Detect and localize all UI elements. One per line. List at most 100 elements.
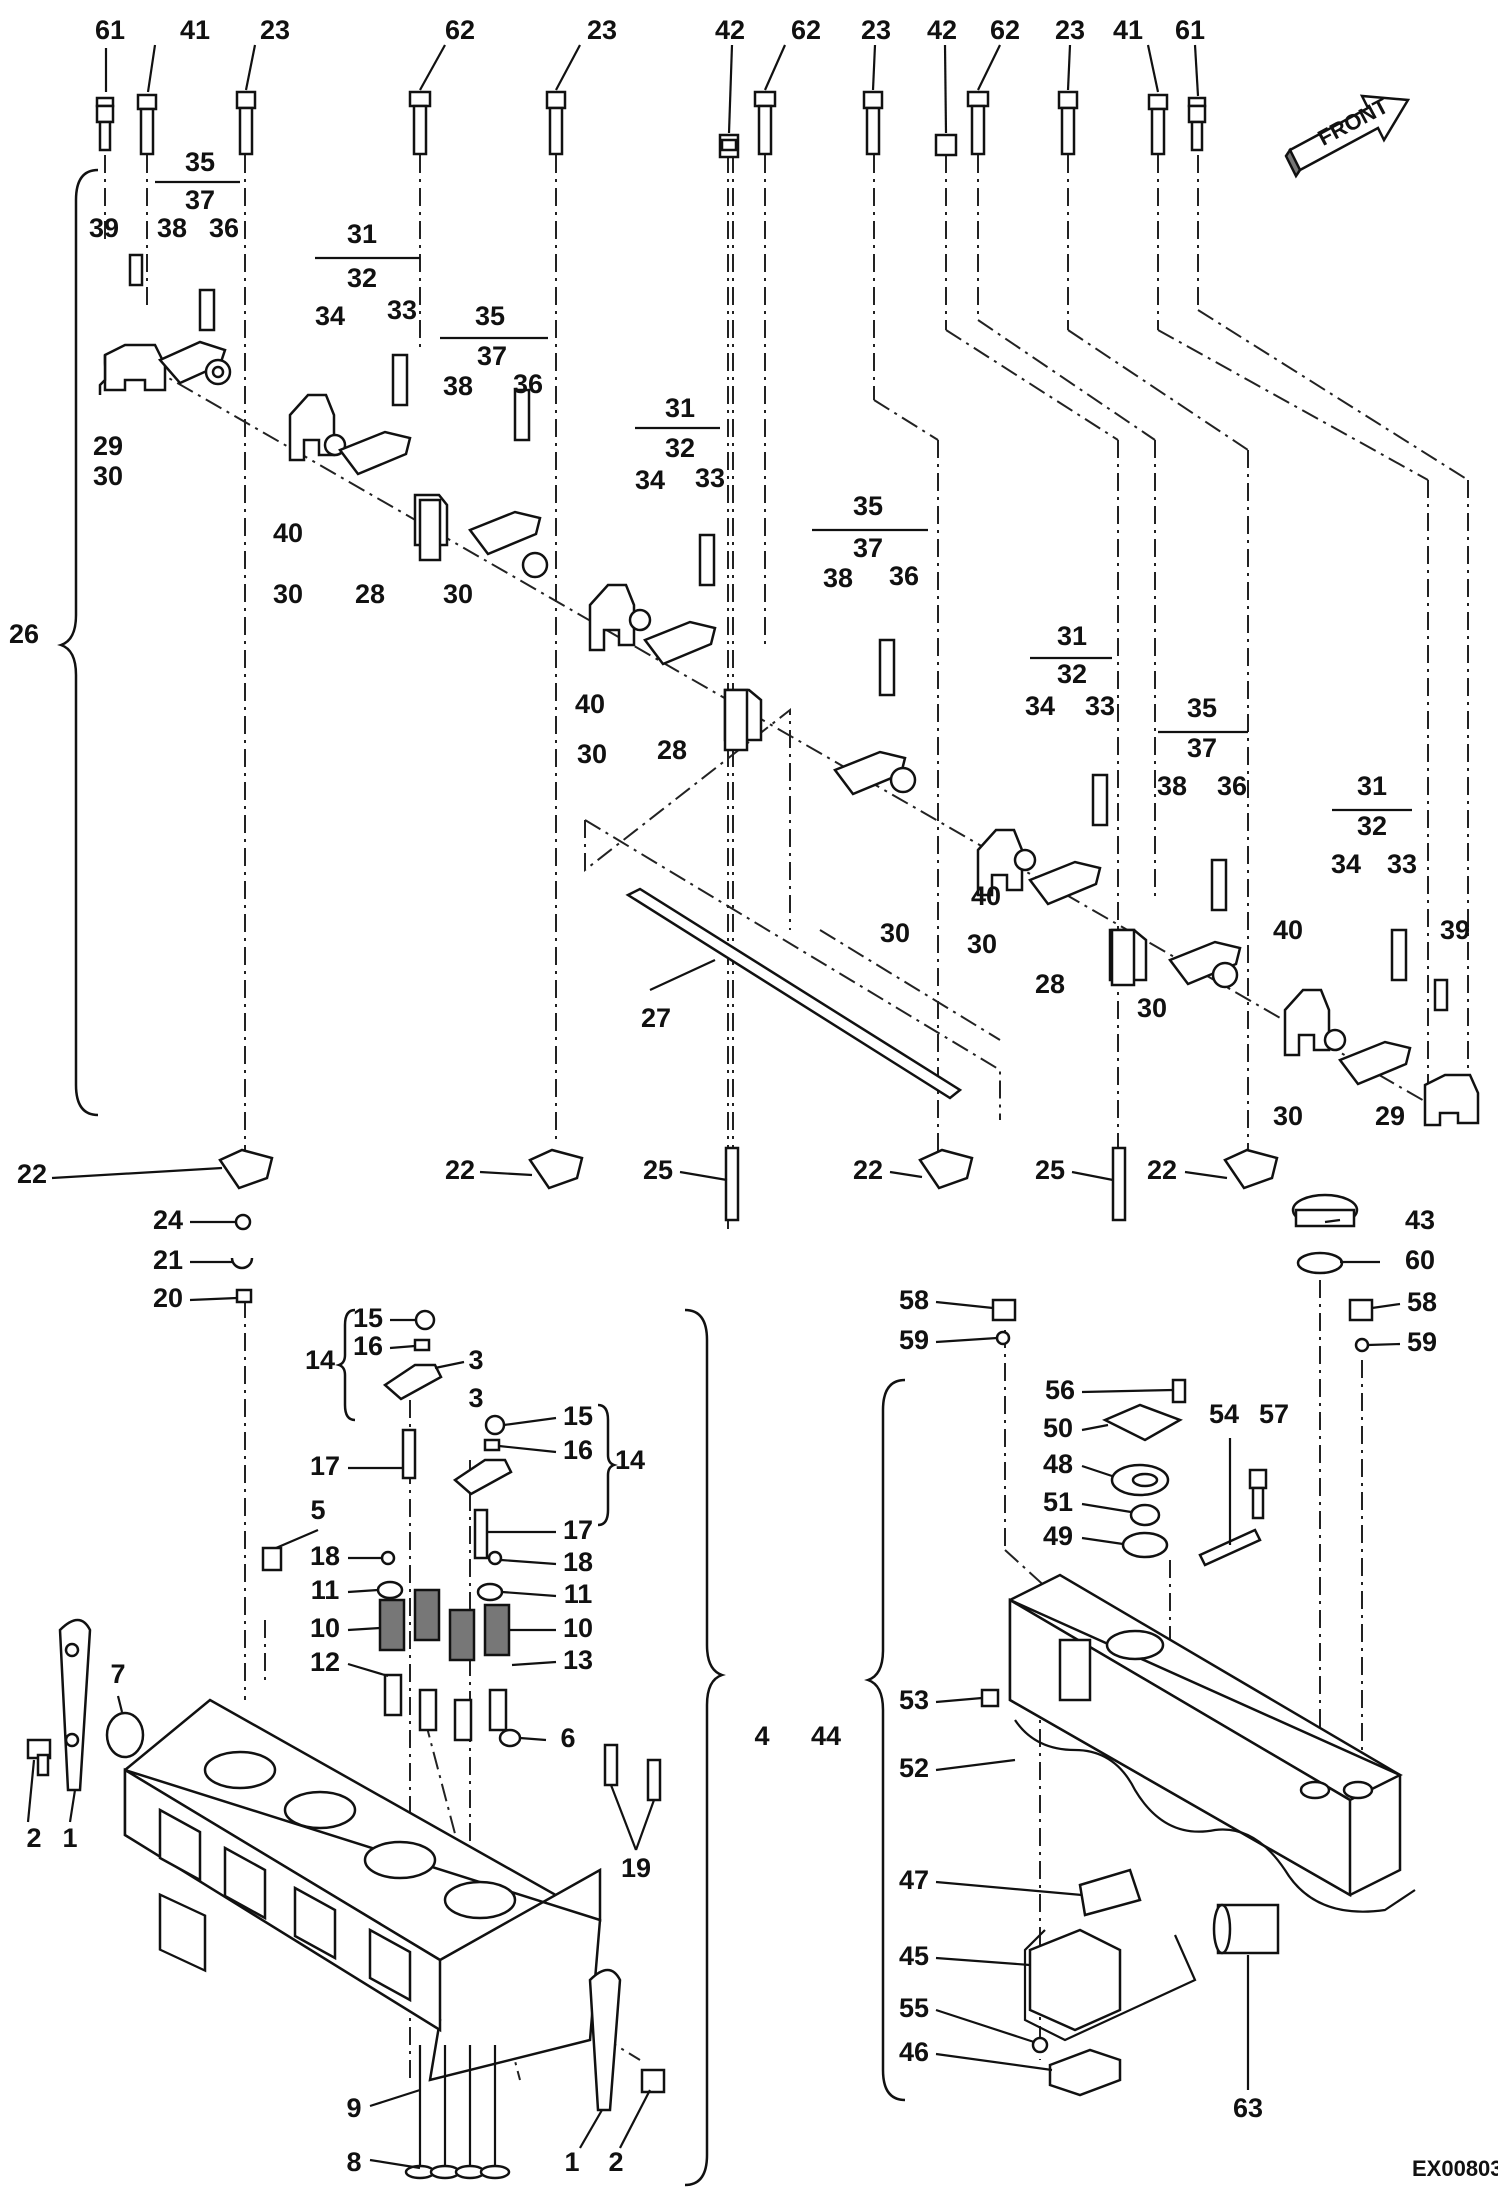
- callout: 28: [657, 735, 687, 765]
- callout: 59: [899, 1325, 929, 1355]
- callout: 37: [853, 533, 883, 563]
- callout: 59: [1407, 1327, 1437, 1357]
- callout: 61: [1175, 15, 1205, 45]
- callout: 33: [387, 295, 417, 325]
- callout: 58: [899, 1285, 929, 1315]
- callouts: 61 41 23 62 23 42 62 23 42 62 23 41 61 3…: [9, 15, 1470, 2177]
- callout: 37: [185, 185, 215, 215]
- callout: 31: [1057, 621, 1087, 651]
- callout: 31: [665, 393, 695, 423]
- callout: 20: [153, 1283, 183, 1313]
- callout: 32: [1357, 811, 1387, 841]
- bolt-23-c: [862, 90, 884, 156]
- valve-train: [376, 1309, 522, 1748]
- callout: 9: [346, 2093, 361, 2123]
- callout: 3: [468, 1345, 483, 1375]
- callout: 62: [791, 15, 821, 45]
- callout: 35: [475, 301, 505, 331]
- callout: 30: [1273, 1101, 1303, 1131]
- callout: 6: [560, 1723, 575, 1753]
- callout: 30: [1137, 993, 1167, 1023]
- front-arrow-icon: FRONT: [1284, 93, 1411, 179]
- callout: 61: [95, 15, 125, 45]
- brace-14-left: [335, 1308, 356, 1422]
- callout: 62: [990, 15, 1020, 45]
- callout: 34: [635, 465, 665, 495]
- callout: 30: [967, 929, 997, 959]
- bolt-23-a: [235, 90, 257, 156]
- callout: 26: [9, 619, 39, 649]
- callout: 28: [355, 579, 385, 609]
- brace-26: [57, 168, 99, 1117]
- bolt-23-b: [545, 90, 567, 156]
- callout: 30: [93, 461, 123, 491]
- callout: 14: [305, 1345, 335, 1375]
- callout: 22: [17, 1159, 47, 1189]
- callout: 37: [477, 341, 507, 371]
- bolt-41-left: [136, 93, 158, 156]
- callout: 35: [1187, 693, 1217, 723]
- callout: 18: [310, 1541, 340, 1571]
- callout: 36: [513, 369, 543, 399]
- bolt-23-d: [1057, 90, 1079, 156]
- callout: 32: [1057, 659, 1087, 689]
- callout: 5: [310, 1495, 325, 1525]
- callout: 38: [823, 563, 853, 593]
- callout: 38: [157, 213, 187, 243]
- callout: 16: [563, 1435, 593, 1465]
- callout: 47: [899, 1865, 929, 1895]
- callout: 11: [564, 1579, 593, 1609]
- callout: 30: [577, 739, 607, 769]
- bolt-62-c: [966, 90, 990, 156]
- callout: 30: [443, 579, 473, 609]
- callout: 37: [1187, 733, 1217, 763]
- callout: 36: [1217, 771, 1247, 801]
- brace-4: [684, 1308, 726, 2187]
- callout: 10: [563, 1613, 593, 1643]
- tappets-pushrods: [218, 1146, 1279, 1304]
- callout: 22: [445, 1155, 475, 1185]
- callout: 3: [468, 1383, 483, 1413]
- callout: 32: [665, 433, 695, 463]
- callout: 52: [899, 1753, 929, 1783]
- callout: 2: [608, 2147, 623, 2177]
- callout: 23: [861, 15, 891, 45]
- callout: 23: [587, 15, 617, 45]
- callout: 22: [1147, 1155, 1177, 1185]
- callout: 16: [353, 1331, 383, 1361]
- callout: 54: [1209, 1399, 1239, 1429]
- callout: 40: [575, 689, 605, 719]
- callout: 40: [971, 881, 1001, 911]
- callout: 57: [1259, 1399, 1289, 1429]
- callout: 33: [1085, 691, 1115, 721]
- callout: 23: [260, 15, 290, 45]
- callout: 40: [273, 518, 303, 548]
- callout: 4: [754, 1721, 769, 1751]
- callout: 35: [185, 147, 215, 177]
- valve-cover: [980, 1193, 1416, 2097]
- callout: 48: [1043, 1449, 1073, 1479]
- callout: 34: [315, 301, 345, 331]
- callout: 7: [110, 1659, 125, 1689]
- brace-44: [864, 1378, 906, 2102]
- callout: 38: [1157, 771, 1187, 801]
- rocker-assembly: [98, 253, 1480, 1127]
- bolt-62-b: [753, 90, 777, 156]
- callout: 24: [153, 1205, 183, 1235]
- callout: 29: [1375, 1101, 1405, 1131]
- callout: 45: [899, 1941, 929, 1971]
- callout: 40: [1273, 915, 1303, 945]
- bolt-61-left: [95, 96, 115, 152]
- callout: 44: [811, 1721, 841, 1751]
- callout: 50: [1043, 1413, 1073, 1443]
- callout: 53: [899, 1685, 929, 1715]
- bolt-62-a: [408, 90, 432, 156]
- callout: 49: [1043, 1521, 1073, 1551]
- callout: 1: [564, 2147, 579, 2177]
- callout: 10: [310, 1613, 340, 1643]
- callout: 18: [563, 1547, 593, 1577]
- bolt-41-right: [1147, 93, 1169, 156]
- nut-42-a: [718, 133, 740, 159]
- nut-42-b: [934, 133, 958, 157]
